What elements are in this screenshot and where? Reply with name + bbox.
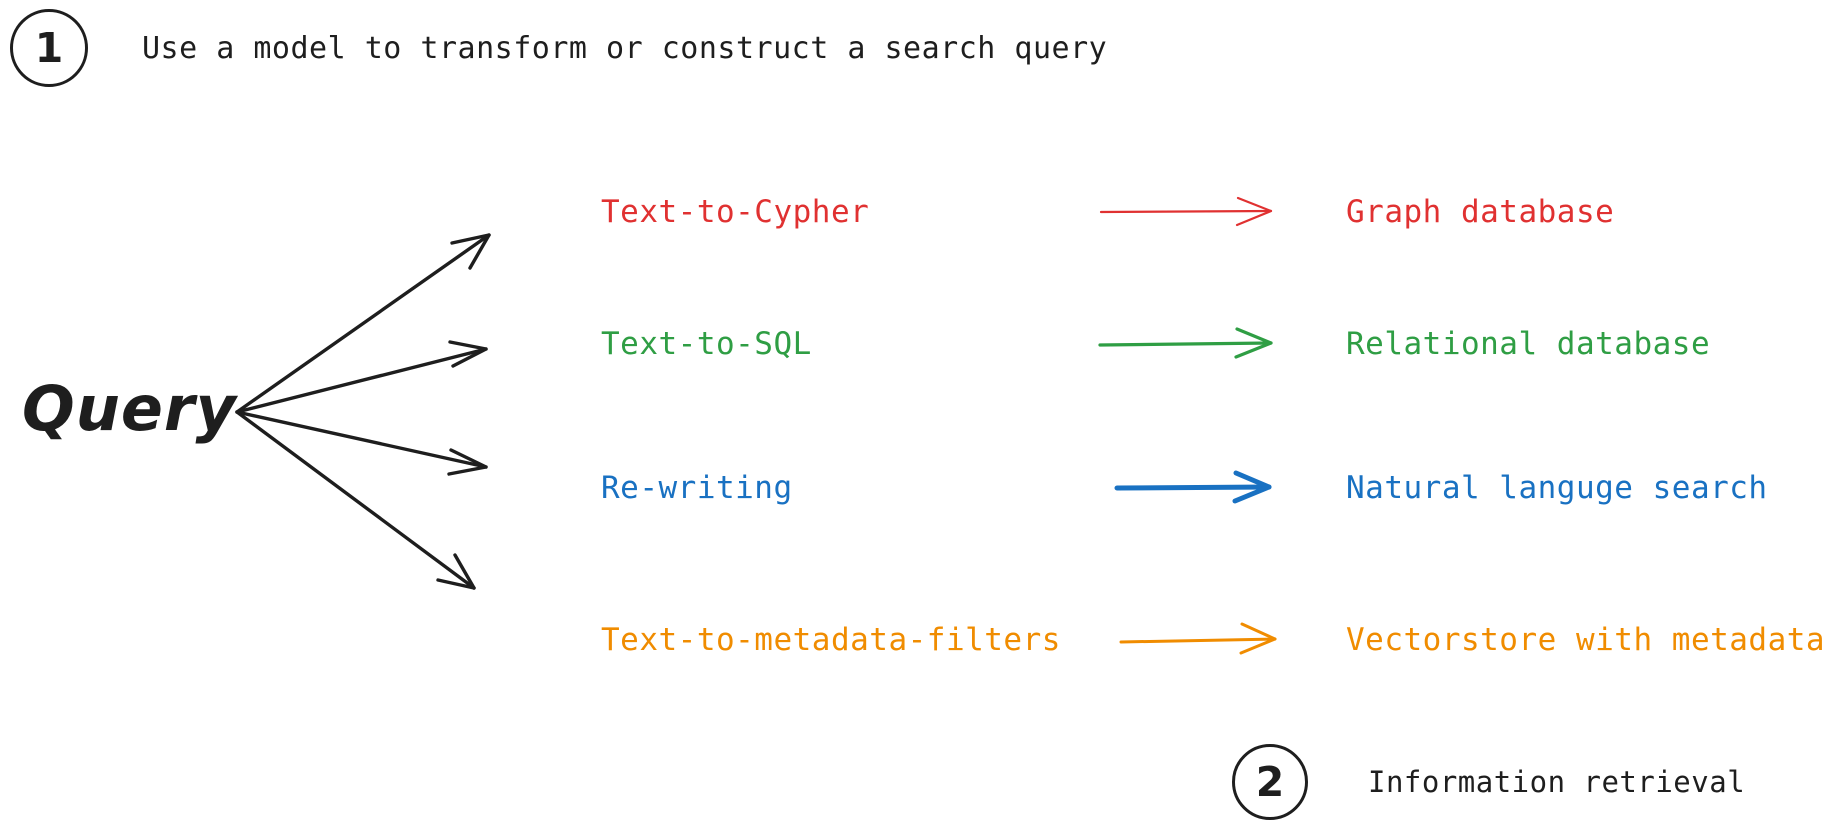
arrow-re-writing [1095,458,1295,518]
step-two-group: 2 Information retrieval [1232,744,1745,820]
query-node-label: Query [22,372,237,445]
arrow-text-to-sql [1095,314,1295,374]
method-label-re-writing: Re-writing [601,470,793,506]
flow-row: Text-to-Cypher Graph database [0,182,1841,242]
step-two-number: 2 [1255,757,1285,806]
flow-row: Re-writing Natural languge search [0,458,1841,518]
step-two-badge: 2 [1232,744,1308,820]
target-label-natural-language-search: Natural languge search [1346,470,1768,506]
step-one-badge: 1 [10,9,88,87]
step-two-label: Information retrieval [1368,765,1746,799]
target-label-relational-database: Relational database [1346,326,1711,362]
fan-arrow-4-head [436,553,476,590]
target-label-vectorstore-with-metadata: Vectorstore with metadata [1346,622,1826,658]
method-label-text-to-metadata-filters: Text-to-metadata-filters [601,622,1061,658]
method-label-text-to-cypher: Text-to-Cypher [601,194,870,230]
arrow-text-to-metadata-filters [1095,610,1295,670]
flow-row: Text-to-SQL Relational database [0,314,1841,374]
step-one-group: 1 Use a model to transform or construct … [10,9,1107,87]
step-one-label: Use a model to transform or construct a … [142,30,1108,66]
method-label-text-to-sql: Text-to-SQL [601,326,812,362]
step-one-number: 1 [34,23,64,72]
target-label-graph-database: Graph database [1346,194,1615,230]
flow-row: Text-to-metadata-filters Vectorstore wit… [0,610,1841,670]
arrow-text-to-cypher [1095,182,1295,242]
